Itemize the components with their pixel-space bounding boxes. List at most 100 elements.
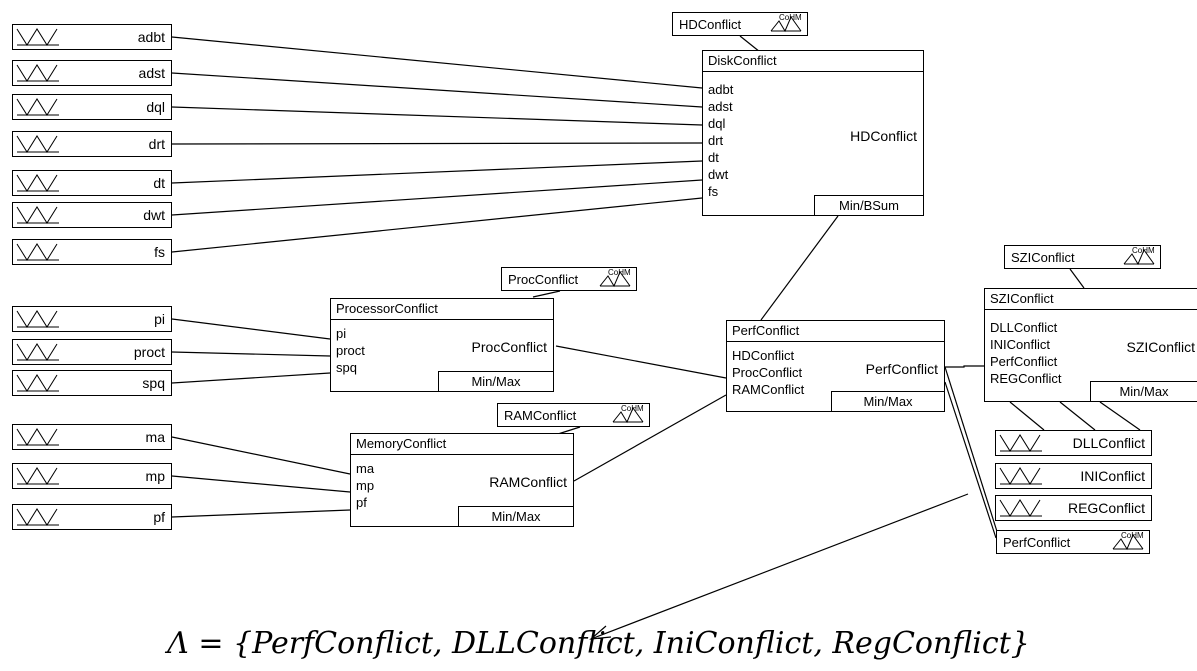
input-ma[interactable]: ma: [12, 424, 172, 450]
block-output: SZIConflict: [1126, 339, 1195, 355]
membership-function-icon: [999, 434, 1042, 452]
wire-ma: [171, 436, 351, 475]
tag-label: RAMConflict: [504, 408, 577, 423]
input-dllconflict[interactable]: DLLConflict: [995, 430, 1152, 456]
block-title: ProcessorConflict: [331, 299, 553, 320]
wire-szi-tag: [1069, 268, 1085, 289]
tag-label: HDConflict: [679, 17, 742, 32]
port-label: adbt: [708, 82, 734, 97]
cohm-membership-icon: CoHM: [611, 404, 645, 424]
wire-dll: [1009, 401, 1045, 431]
input-label: proct: [133, 344, 165, 360]
wire-proct: [171, 351, 331, 357]
wire-dll-2: [1059, 401, 1096, 431]
block-title: DiskConflict: [703, 51, 923, 72]
port-label: DLLConflict: [990, 320, 1058, 335]
wire-mp: [171, 475, 351, 493]
membership-function-icon: [16, 28, 59, 46]
input-label: adst: [138, 65, 165, 81]
port-label: spq: [336, 360, 357, 375]
output-tag-hdconflict[interactable]: HDConflict CoHM: [672, 12, 808, 36]
wire-spq: [171, 372, 331, 384]
wire-dwt: [171, 179, 703, 216]
wire-ram-perf: [573, 394, 727, 482]
input-label: dt: [153, 175, 165, 191]
wire-proc-tag: [532, 290, 561, 298]
output-tag-ramconflict[interactable]: RAMConflict CoHM: [497, 403, 650, 427]
port-label: INIConflict: [990, 337, 1050, 352]
membership-function-icon: [16, 343, 59, 361]
cohm-membership-icon: CoHM: [598, 268, 632, 288]
membership-function-icon: [16, 174, 59, 192]
port-label: dt: [708, 150, 719, 165]
port-label: proct: [336, 343, 365, 358]
input-regconflict[interactable]: REGConflict: [995, 495, 1152, 521]
input-spq[interactable]: spq: [12, 370, 172, 396]
input-label: pf: [153, 509, 165, 525]
input-proct[interactable]: proct: [12, 339, 172, 365]
membership-function-icon: [16, 508, 59, 526]
tag-label: PerfConflict: [1003, 535, 1071, 550]
input-iniconflict[interactable]: INIConflict: [995, 463, 1152, 489]
wire-adst: [171, 72, 703, 108]
port-label: adst: [708, 99, 733, 114]
block-szlconflict[interactable]: SZIConflict DLLConflict INIConflict Perf…: [984, 288, 1197, 402]
aggregation-method[interactable]: Min/Max: [438, 371, 553, 391]
membership-function-icon: [999, 499, 1042, 517]
input-pi[interactable]: pi: [12, 306, 172, 332]
tag-label: SZIConflict: [1011, 250, 1075, 265]
input-adbt[interactable]: adbt: [12, 24, 172, 50]
input-label: ma: [145, 429, 165, 445]
input-label: drt: [148, 136, 165, 152]
block-ports: adbt adst dql drt dt dwt fs: [708, 81, 733, 200]
input-dt[interactable]: dt: [12, 170, 172, 196]
block-ports: HDConflict ProcConflict RAMConflict: [732, 347, 804, 398]
cohm-membership-icon: CoHM: [769, 13, 803, 33]
input-dwt[interactable]: dwt: [12, 202, 172, 228]
input-mp[interactable]: mp: [12, 463, 172, 489]
aggregation-method[interactable]: Min/BSum: [814, 195, 923, 215]
input-dql[interactable]: dql: [12, 94, 172, 120]
output-tag-procconflict[interactable]: ProcConflict CoHM: [501, 267, 637, 291]
tag-label: ProcConflict: [508, 272, 579, 287]
block-output: ProcConflict: [471, 339, 547, 355]
input-adst[interactable]: adst: [12, 60, 172, 86]
block-perfconflict[interactable]: PerfConflict HDConflict ProcConflict RAM…: [726, 320, 945, 412]
aggregation-method[interactable]: Min/Max: [1090, 381, 1197, 401]
wire-ini: [1099, 401, 1141, 431]
block-memoryconflict[interactable]: MemoryConflict ma mp pf RAMConflict Min/…: [350, 433, 574, 527]
membership-function-icon: [16, 98, 59, 116]
port-label: ma: [356, 461, 375, 476]
input-drt[interactable]: drt: [12, 131, 172, 157]
wire-hd-perf: [760, 215, 839, 321]
input-pf[interactable]: pf: [12, 504, 172, 530]
wire-perf-output: [944, 366, 1001, 542]
wire-dt: [171, 160, 703, 184]
membership-function-icon: [16, 206, 59, 224]
block-diskconflict[interactable]: DiskConflict adbt adst dql drt dt dwt fs…: [702, 50, 924, 216]
output-tag-perfconflict[interactable]: PerfConflict CoHM: [996, 530, 1150, 554]
input-label: dql: [146, 99, 165, 115]
output-tag-sziconflict[interactable]: SZIConflict CoHM: [1004, 245, 1161, 269]
aggregation-method[interactable]: Min/Max: [458, 506, 573, 526]
wire-perf-szi: [945, 365, 984, 368]
input-label: adbt: [137, 29, 165, 45]
membership-function-icon: [16, 135, 59, 153]
membership-function-icon: [16, 64, 59, 82]
port-label: REGConflict: [990, 371, 1062, 386]
membership-function-icon: [16, 467, 59, 485]
block-processorconflict[interactable]: ProcessorConflict pi proct spq ProcConfl…: [330, 298, 554, 392]
block-ports: DLLConflict INIConflict PerfConflict REG…: [990, 319, 1062, 387]
cohm-membership-icon: CoHM: [1122, 246, 1156, 266]
block-title: MemoryConflict: [351, 434, 573, 455]
port-label: pi: [336, 326, 347, 341]
port-label: dwt: [708, 167, 729, 182]
membership-function-icon: [16, 243, 59, 261]
block-ports: ma mp pf: [356, 460, 374, 511]
wire-pf: [171, 509, 351, 518]
port-label: pf: [356, 495, 367, 510]
wire-hd-tag: [739, 35, 761, 53]
aggregation-method[interactable]: Min/Max: [831, 391, 944, 411]
input-fs[interactable]: fs: [12, 239, 172, 265]
